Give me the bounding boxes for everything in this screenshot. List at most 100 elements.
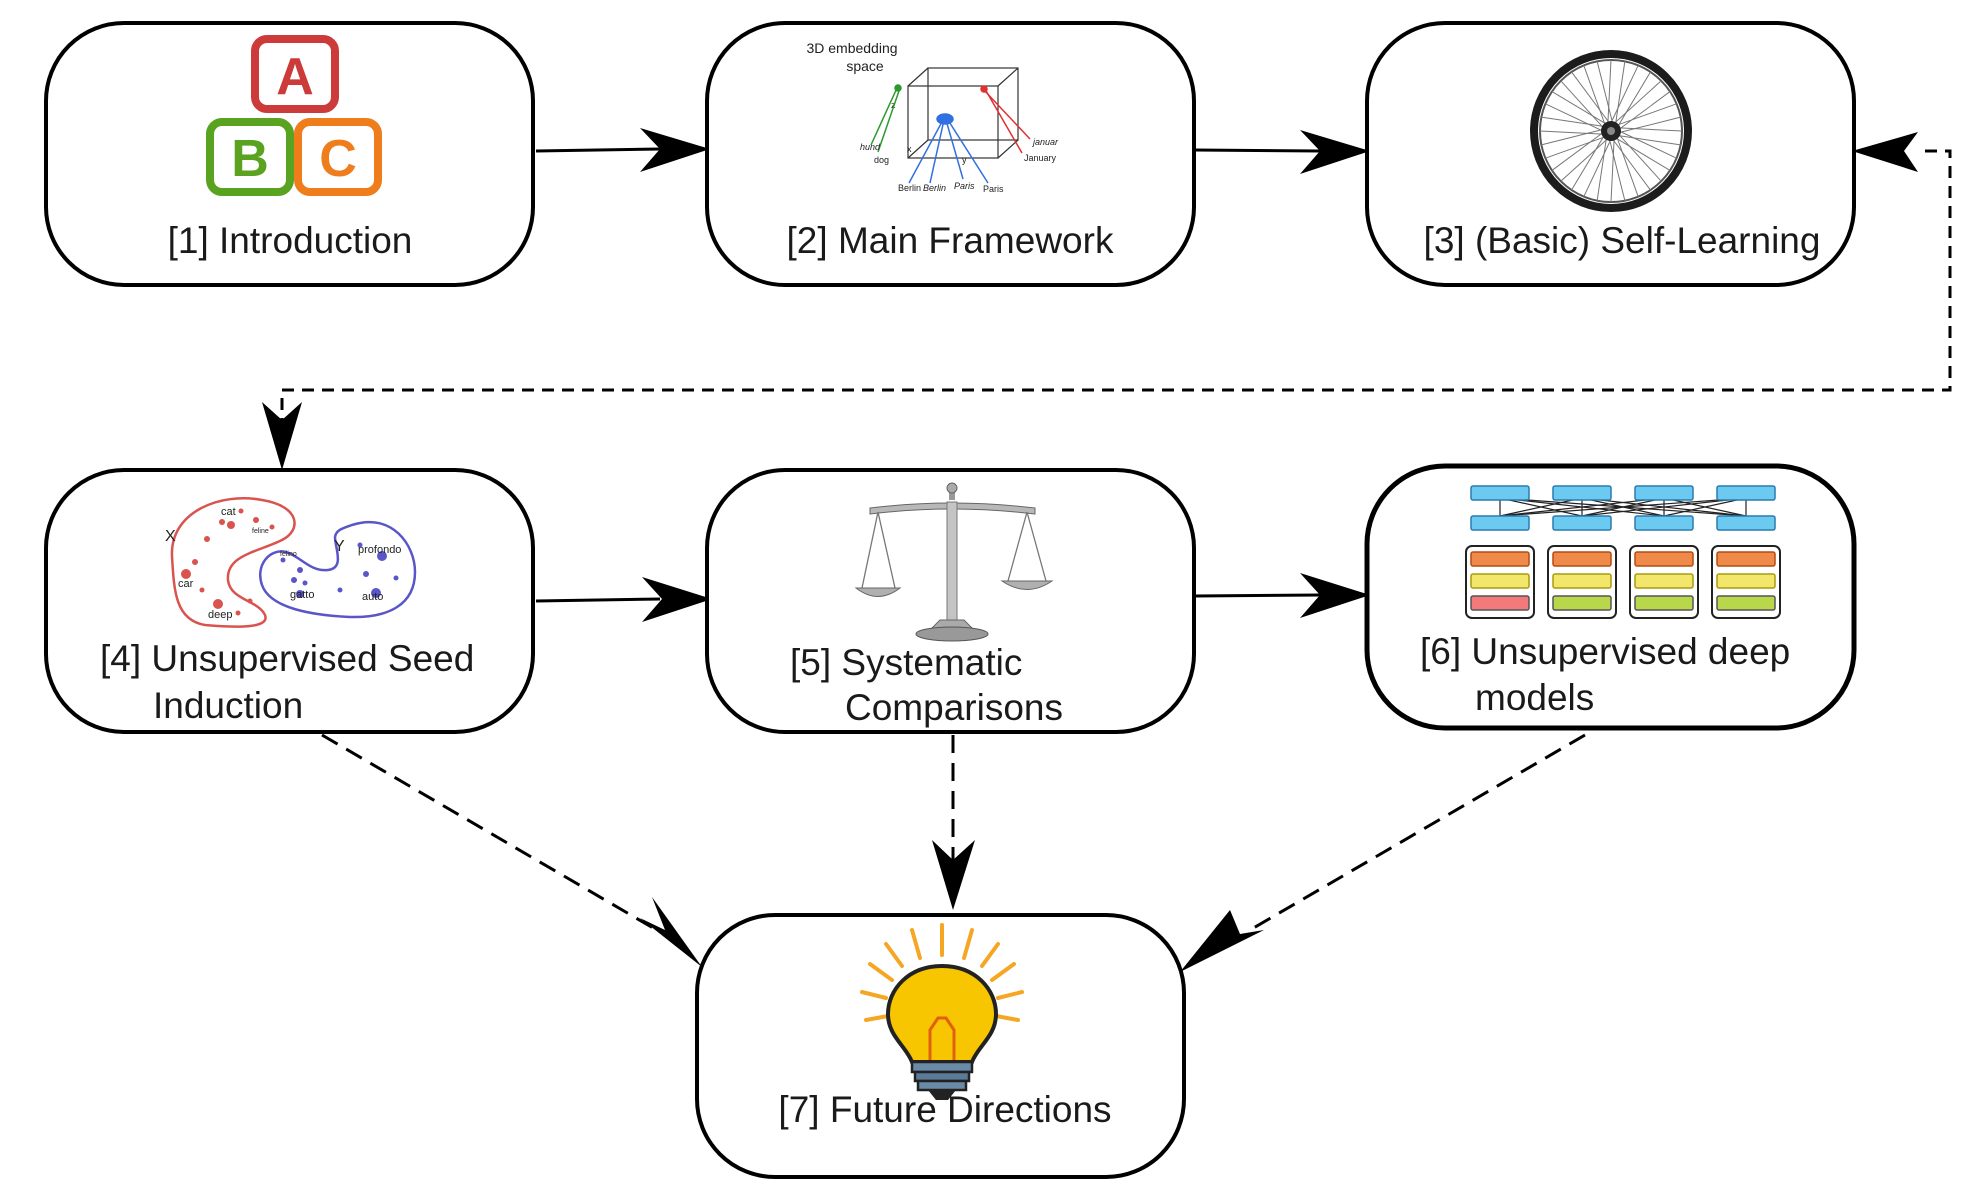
nn-connection bbox=[1499, 497, 1665, 517]
nn-node-second bbox=[1470, 515, 1530, 531]
cluster-label-y: Y bbox=[334, 538, 345, 555]
neural-network-icon bbox=[1465, 485, 1781, 619]
word-auto: auto bbox=[362, 591, 383, 603]
edge-6-to-7 bbox=[1249, 733, 1586, 932]
nn-connection bbox=[1499, 497, 1747, 517]
wheel-spoke bbox=[1551, 91, 1606, 125]
wheel-spoke bbox=[1551, 132, 1603, 171]
wheel-spoke bbox=[1616, 137, 1639, 197]
word-car: car bbox=[178, 578, 194, 590]
wheel-spoke bbox=[1571, 136, 1605, 191]
nn-connection bbox=[1581, 497, 1747, 517]
node-label-line2: models bbox=[1475, 677, 1594, 718]
node-box bbox=[705, 21, 1196, 287]
nn-cell-bottom bbox=[1634, 595, 1694, 611]
abc-letter-b: B bbox=[231, 130, 269, 188]
nn-cell-yellow bbox=[1552, 573, 1612, 589]
word-cat: cat bbox=[221, 506, 236, 518]
node-label: [2] Main Framework bbox=[787, 220, 1114, 261]
edge-1-to-2 bbox=[535, 147, 661, 153]
nn-cell-bottom bbox=[1552, 595, 1612, 611]
nn-node-second bbox=[1552, 515, 1612, 531]
node-main-framework[interactable]: 3D embedding space z x y hund dog bbox=[705, 21, 1196, 287]
wheel-spoke bbox=[1612, 139, 1651, 191]
edge-4-to-5 bbox=[535, 597, 661, 603]
embedding-clusters-icon: X Y cat car deep feline profondo gatto a… bbox=[165, 497, 417, 628]
edge-3-to-4 bbox=[280, 149, 1952, 420]
embedding-title-line2: space bbox=[846, 58, 884, 74]
abc-blocks-icon: A B C bbox=[206, 35, 382, 196]
axis-x-label: x bbox=[907, 144, 912, 154]
wheel-spoke bbox=[1541, 116, 1604, 127]
wheel-spoke bbox=[1609, 139, 1626, 201]
wheel-spoke bbox=[1610, 139, 1615, 203]
word-berlin-2: Berlin bbox=[923, 183, 946, 193]
wheel-spoke bbox=[1619, 116, 1681, 133]
node-future-directions[interactable]: [7] Future Directions bbox=[695, 913, 1186, 1179]
arrowhead-6-to-7 bbox=[1180, 910, 1264, 972]
balance-scale-icon bbox=[854, 482, 1054, 642]
node-systematic-comparisons[interactable]: [5] Systematic Comparisons bbox=[705, 468, 1196, 734]
node-box bbox=[1365, 21, 1856, 287]
node-label-line2: Comparisons bbox=[845, 687, 1063, 728]
node-label-line2: Induction bbox=[153, 685, 303, 726]
node-unsupervised-deep-models[interactable]: [6] Unsupervised deep models bbox=[1364, 463, 1857, 731]
arrowhead-2-to-3 bbox=[1300, 130, 1370, 174]
nn-cell-orange bbox=[1716, 551, 1776, 567]
edge-4-to-7 bbox=[321, 733, 661, 934]
wheel-spoke bbox=[1596, 138, 1607, 201]
nn-cell-yellow bbox=[1634, 573, 1694, 589]
nn-node-top bbox=[1552, 485, 1612, 501]
word-paris-1: Paris bbox=[954, 181, 975, 191]
axis-y-label: y bbox=[962, 155, 967, 165]
node-label: [7] Future Directions bbox=[778, 1089, 1111, 1130]
wheel-spoke bbox=[1617, 103, 1677, 126]
wheel-spoke bbox=[1539, 130, 1603, 135]
word-felino: felino bbox=[280, 551, 297, 558]
arrowhead-4-to-5 bbox=[642, 577, 712, 622]
abc-letter-c: C bbox=[319, 130, 357, 188]
nn-cell-orange bbox=[1634, 551, 1694, 567]
arrowhead-4-to-7 bbox=[640, 897, 702, 967]
wheel-spoke bbox=[1619, 127, 1683, 132]
wheel-spoke bbox=[1617, 71, 1651, 126]
nn-node-top bbox=[1634, 485, 1694, 501]
arrowhead-3-into-node3 bbox=[1852, 132, 1918, 172]
node-self-learning[interactable]: [3] (Basic) Self-Learning bbox=[1365, 21, 1856, 287]
node-label-line1: [6] Unsupervised deep bbox=[1420, 631, 1790, 672]
wheel-spoke bbox=[1619, 130, 1677, 159]
word-januar: januar bbox=[1032, 137, 1059, 147]
wheel-spoke bbox=[1607, 59, 1612, 123]
nn-cell-orange bbox=[1470, 551, 1530, 567]
node-introduction[interactable]: A B C [1] Introduction bbox=[44, 21, 535, 287]
nn-cell-bottom bbox=[1716, 595, 1776, 611]
nn-cell-orange bbox=[1552, 551, 1612, 567]
embedding-space-icon: 3D embedding space z x y hund dog bbox=[806, 40, 1059, 194]
wheel-spoke bbox=[1560, 138, 1608, 182]
edge-2-to-3 bbox=[1194, 148, 1321, 153]
wheel-icon bbox=[1530, 50, 1692, 212]
edges bbox=[262, 128, 1952, 972]
node-label: [3] (Basic) Self-Learning bbox=[1424, 220, 1821, 261]
word-profondo: profondo bbox=[358, 544, 401, 556]
wheel-spoke bbox=[1583, 139, 1612, 197]
wheel-spoke bbox=[1545, 136, 1605, 159]
node-unsupervised-seed-induction[interactable]: X Y cat car deep feline profondo gatto a… bbox=[44, 468, 535, 734]
wheel-spoke bbox=[1615, 61, 1626, 124]
wheel-spoke bbox=[1583, 65, 1606, 125]
embedding-title-line1: 3D embedding bbox=[806, 40, 897, 56]
wheel-spoke bbox=[1545, 103, 1603, 132]
word-january: January bbox=[1024, 153, 1057, 163]
wheel-spoke bbox=[1560, 80, 1604, 128]
node-label-line1: [5] Systematic bbox=[790, 642, 1022, 683]
wheel-spoke bbox=[1596, 61, 1613, 123]
nn-connection bbox=[1499, 497, 1583, 517]
wheel-spoke bbox=[1618, 135, 1681, 146]
wheel-spoke bbox=[1619, 91, 1671, 130]
word-deep: deep bbox=[208, 609, 232, 621]
nn-cell-bottom bbox=[1470, 595, 1530, 611]
wheel-spoke bbox=[1614, 80, 1662, 124]
wheel-spoke bbox=[1616, 137, 1671, 171]
abc-letter-a: A bbox=[276, 48, 314, 106]
